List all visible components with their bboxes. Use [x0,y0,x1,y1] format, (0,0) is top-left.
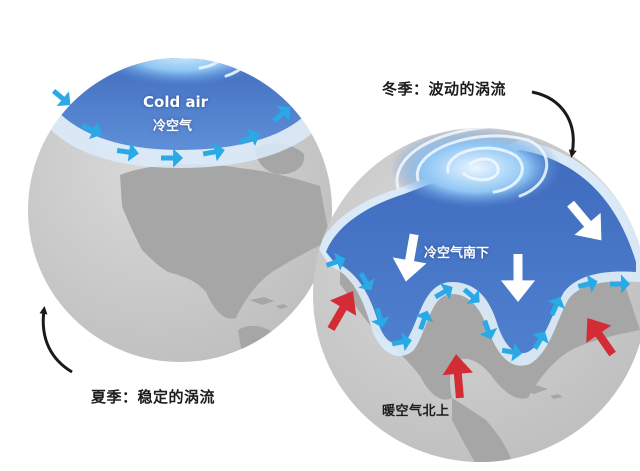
summer-land-south-america [238,325,297,362]
jet-arrow-icon [271,106,291,123]
summer-jet-arrows [51,89,291,168]
warm-air-arrows [327,290,616,399]
warm-air-arrow-icon [327,290,357,332]
cold-air-label-cn: 冷空气 [153,119,193,134]
winter-jet-arrows [325,252,630,362]
jet-arrow-icon [547,296,566,317]
warm-air-arrow-icon [442,354,473,399]
jet-arrow-icon [532,331,549,350]
cold-air-arrow-icon [567,200,602,241]
summer-globe [28,58,332,362]
summer-vortex-swirl [90,58,274,86]
jet-arrow-icon [202,142,225,162]
cold-air-arrow-icon [500,254,536,302]
cold-air-arrow-icon [392,233,427,282]
winter-vortex-swirl [390,128,562,208]
jet-arrow-icon [415,310,434,331]
jet-arrow-icon [371,307,390,328]
winter-swirl-lines [395,128,548,198]
warm-air-arrow-icon [586,317,616,357]
jet-arrow-icon [434,283,453,300]
warm-air-north-label: 暖空气北上 [382,404,450,419]
cold-air-south-label: 冷空气南下 [424,246,490,261]
jet-arrow-icon [479,319,498,340]
jet-arrow-icon [391,332,412,352]
cold-air-arrows [392,200,602,302]
jet-arrow-icon [462,287,480,304]
summer-caption: 夏季：稳定的涡流 [91,388,216,406]
jet-arrow-icon [577,274,598,293]
summer-land-north-america [120,164,330,319]
jet-arrow-icon [80,121,102,140]
jet-arrow-icon [610,274,630,294]
jet-arrow-icon [51,89,71,106]
jet-arrow-icon [161,148,183,168]
cold-air-label-en: Cold air [143,93,209,111]
winter-caption: 冬季：波动的涡流 [382,80,507,98]
winter-caption-pointer-icon [531,90,577,158]
winter-land-central-america [452,398,512,462]
jet-arrow-icon [501,342,522,362]
jet-arrow-icon [358,272,375,291]
summer-land-caribbean [250,297,288,309]
summer-caption-pointer-icon [39,306,73,374]
winter-land-islands [520,385,563,399]
jet-arrow-icon [325,252,346,271]
jet-arrow-icon [116,142,139,162]
jet-arrow-icon [238,128,260,147]
